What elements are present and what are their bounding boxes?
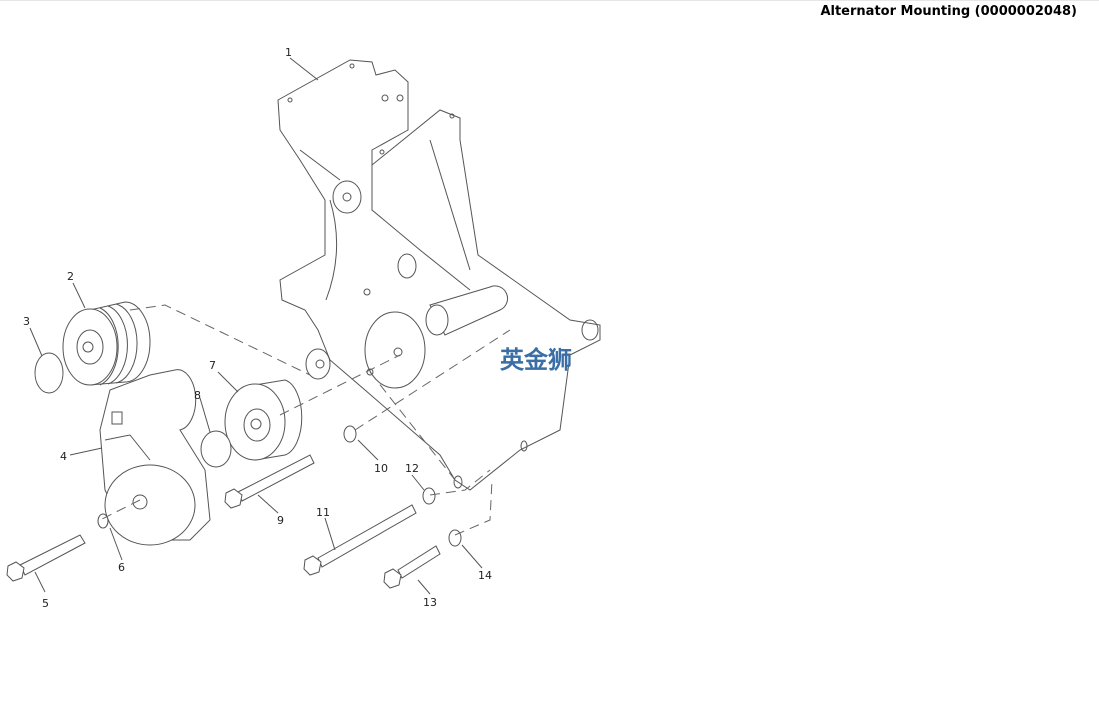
bolt-13 xyxy=(383,545,441,589)
callout-11: 11 xyxy=(316,506,330,519)
callout-2: 2 xyxy=(67,270,74,283)
watermark: 英金狮 xyxy=(500,346,572,374)
page-title: Alternator Mounting (0000002048) xyxy=(820,4,1077,19)
callout-10: 10 xyxy=(374,462,388,475)
callout-13: 13 xyxy=(423,596,437,609)
pulley xyxy=(62,301,151,386)
washer-10 xyxy=(343,425,357,443)
callout-7: 7 xyxy=(209,359,216,372)
bolt-9 xyxy=(224,454,315,509)
callout-12: 12 xyxy=(405,462,419,475)
bolt-11 xyxy=(303,504,417,576)
alignment-lines xyxy=(99,304,511,536)
callout-9: 9 xyxy=(277,514,284,527)
callout-8: 8 xyxy=(194,389,201,402)
washer-12 xyxy=(422,487,436,505)
washer-14 xyxy=(448,529,462,547)
bolt-5 xyxy=(6,534,86,582)
dust-cap xyxy=(34,352,64,394)
idler-pulley xyxy=(224,379,303,461)
idler-cap xyxy=(200,430,232,468)
leader-lines xyxy=(29,57,483,595)
callout-5: 5 xyxy=(42,597,49,610)
callout-6: 6 xyxy=(118,561,125,574)
alternator-bracket xyxy=(277,59,601,491)
callout-3: 3 xyxy=(23,315,30,328)
callout-4: 4 xyxy=(60,450,67,463)
belt-tensioner xyxy=(99,369,211,546)
top-divider xyxy=(0,0,1099,1)
washer-6 xyxy=(97,513,109,529)
callout-1: 1 xyxy=(285,46,292,59)
callout-14: 14 xyxy=(478,569,492,582)
